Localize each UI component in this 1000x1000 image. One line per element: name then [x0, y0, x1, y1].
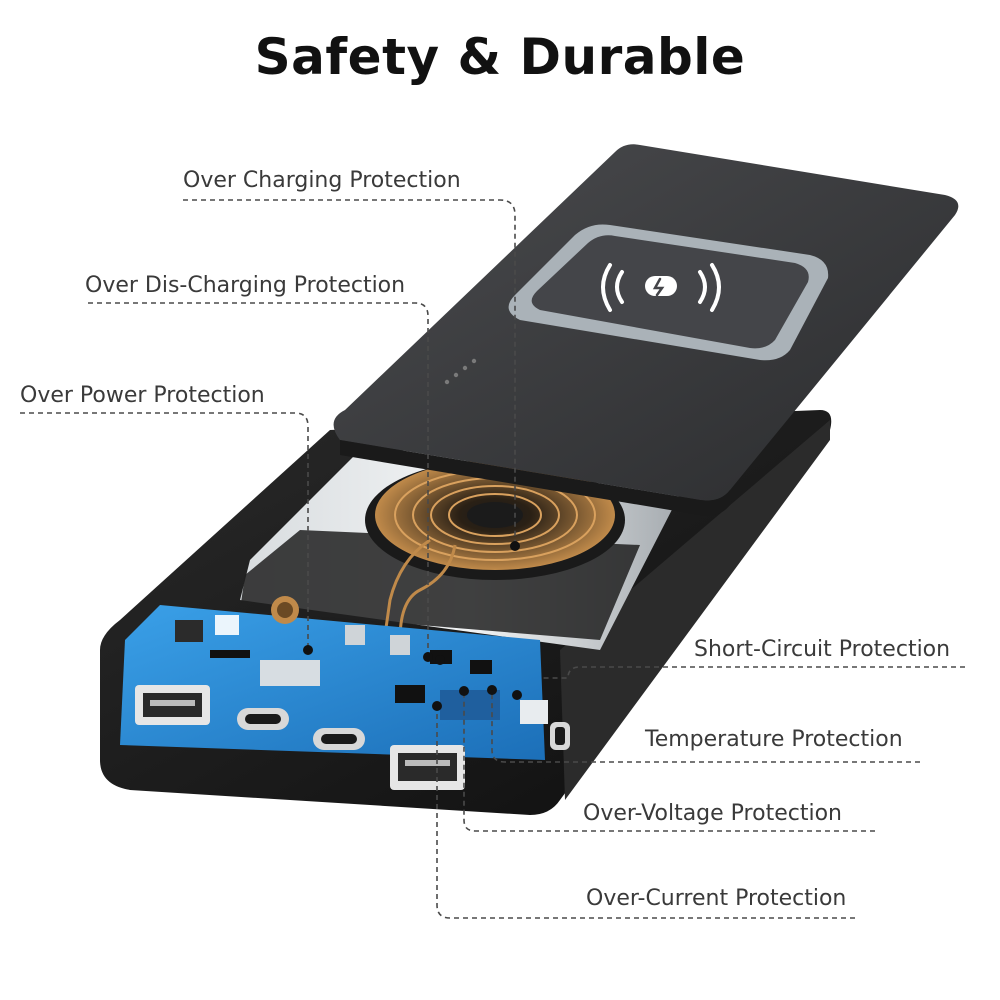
leader-over-charging	[183, 199, 516, 545]
label-temperature-protection: Temperature Protection	[645, 727, 903, 752]
led-indicator-dots	[444, 358, 477, 385]
label-over-current-protection: Over-Current Protection	[586, 886, 847, 911]
case-rail-right	[560, 420, 830, 800]
usb-c-port-center	[313, 728, 365, 750]
pcb-board	[120, 605, 545, 760]
leader-over-voltage	[463, 693, 875, 832]
leader-over-discharging	[88, 302, 429, 655]
label-over-voltage-protection: Over-Voltage Protection	[583, 801, 842, 826]
leader-lines	[20, 199, 965, 919]
wireless-charging-icon	[601, 263, 721, 312]
label-over-discharging-protection: Over Dis-Charging Protection	[85, 273, 406, 298]
label-short-circuit-protection: Short-Circuit Protection	[694, 637, 951, 662]
leader-temperature	[491, 692, 920, 763]
label-over-power-protection: Over Power Protection	[20, 383, 265, 408]
usb-port-right	[390, 745, 465, 790]
pcb-components	[175, 596, 548, 724]
lid-edge	[340, 440, 730, 516]
label-over-charging-protection: Over Charging Protection	[183, 168, 461, 193]
page-title: Safety & Durable	[254, 28, 746, 86]
usb-port-left	[135, 685, 210, 725]
leader-over-current	[436, 708, 855, 919]
usb-c-port-left	[237, 708, 289, 730]
side-port	[550, 722, 570, 750]
